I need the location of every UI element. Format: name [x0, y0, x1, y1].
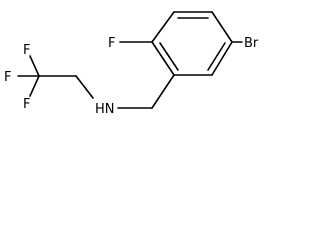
- bond-ring-c3-c4-inner: [207, 42, 226, 71]
- atom-label-br: Br: [244, 36, 259, 51]
- bond-ring-c6-c1: [151, 11, 175, 43]
- bond-ring-c3-c4: [211, 41, 233, 76]
- bond-ring-c2-c3: [211, 11, 233, 43]
- bond-c-f-bottom: [29, 75, 40, 97]
- atom-label-f-cf3-bottom: F: [23, 97, 30, 112]
- molecule-structure: F Br HN F F F: [4, 11, 259, 117]
- atom-label-f-cf3-top: F: [23, 43, 30, 58]
- atom-label-f-ring: F: [108, 36, 115, 51]
- atom-label-nh: HN: [95, 102, 115, 117]
- bond-ring-c5-c6-inner: [159, 42, 179, 71]
- bond-c-f-top: [29, 55, 40, 77]
- atom-label-f-cf3-left: F: [4, 70, 11, 85]
- benzene-ring: [151, 11, 233, 76]
- bond-ring-ch2: [151, 74, 175, 109]
- bond-n-ch2: [75, 75, 94, 99]
- bond-ring-c5-c6: [151, 41, 175, 76]
